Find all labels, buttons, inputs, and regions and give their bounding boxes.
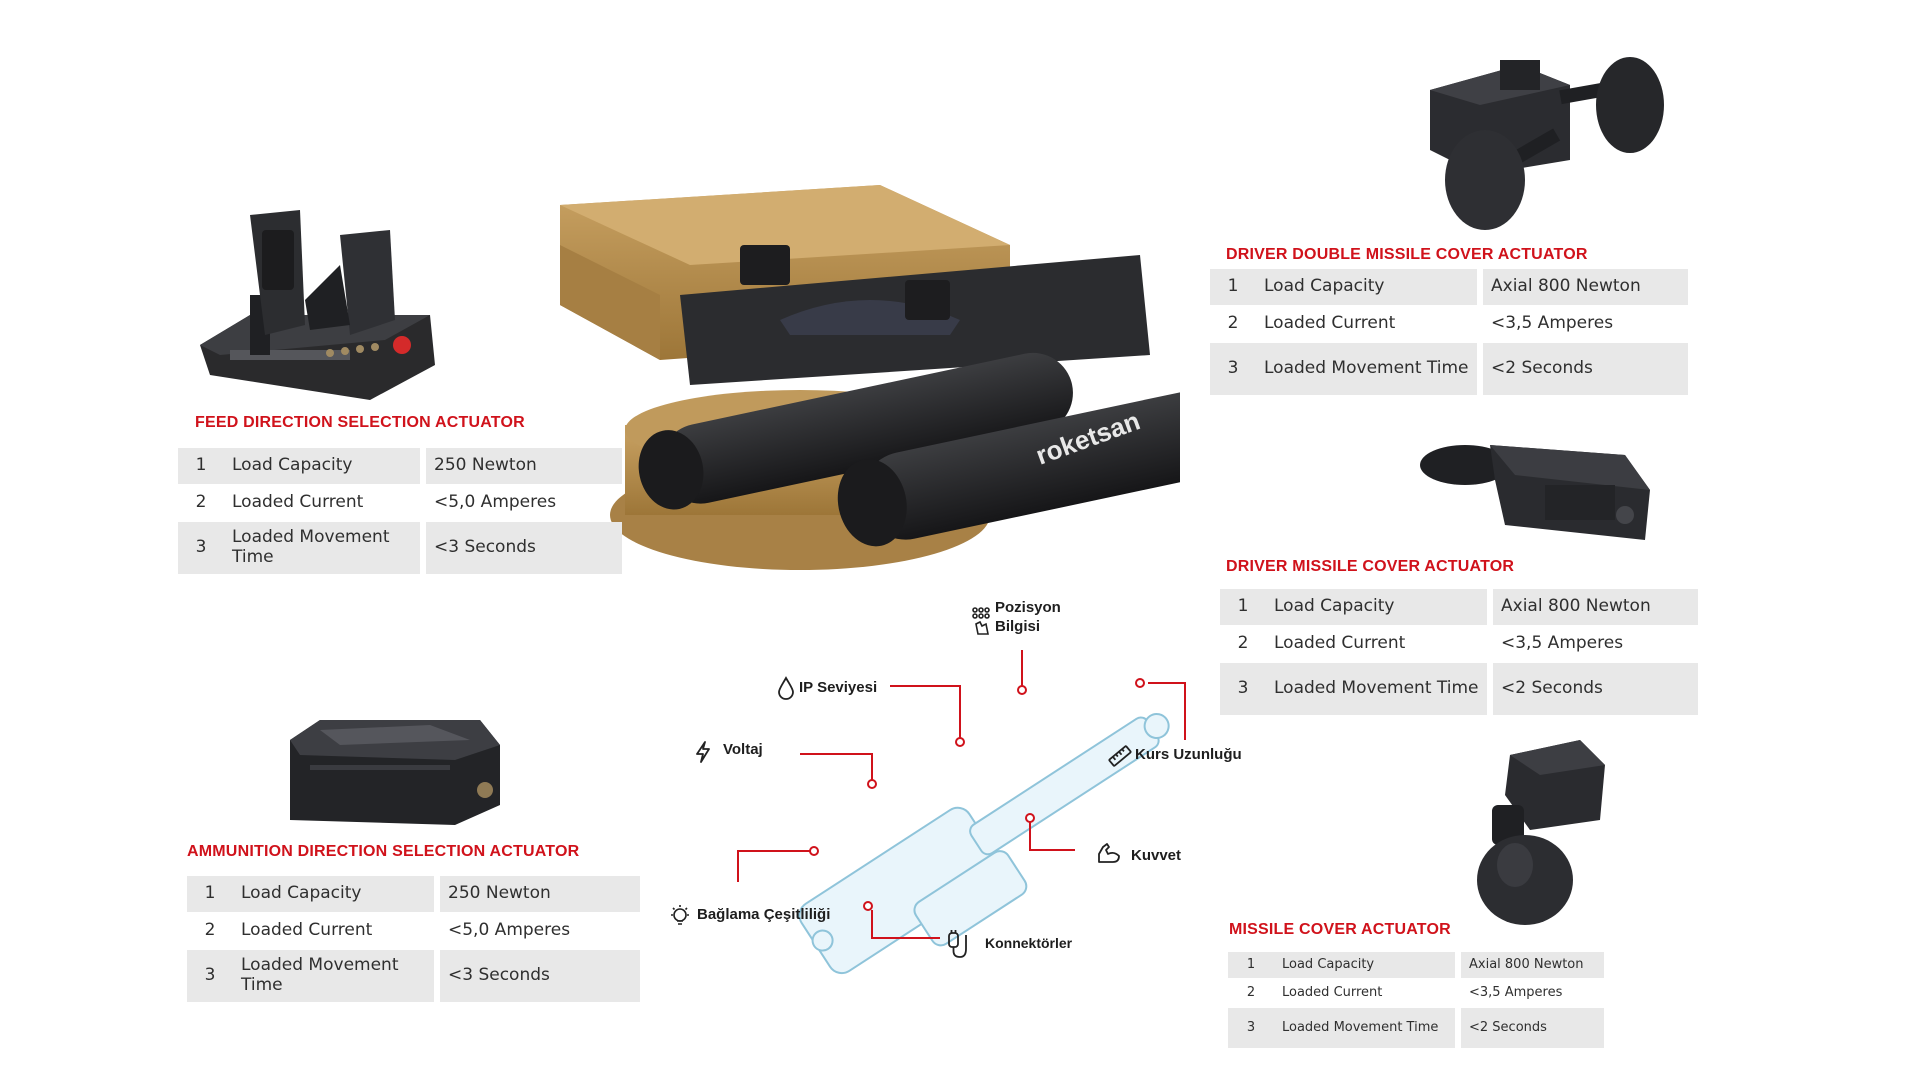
table-row: 1 Load Capacity Axial 800 Newton	[1220, 589, 1698, 625]
spec-label: Loaded Current	[1282, 984, 1383, 1000]
stroke-length-label: Kurs Uzunluğu	[1135, 746, 1242, 763]
spec-label: Loaded Current	[241, 920, 373, 941]
table-row: 1 Load Capacity 250 Newton	[187, 876, 640, 912]
spec-label: Loaded Movement Time	[1256, 343, 1477, 395]
missile-cover-actuator-image	[1470, 735, 1620, 930]
row-number: 2	[195, 492, 207, 513]
feed-actuator-spec-table: 1 Load Capacity 250 Newton 2 Loaded Curr…	[178, 444, 622, 578]
missile-cover-actuator-title: MISSILE COVER ACTUATOR	[1229, 921, 1451, 938]
lightbulb-icon	[668, 903, 692, 929]
row-number: 2	[1246, 984, 1256, 1000]
ruler-icon	[1108, 744, 1132, 768]
spec-label: Loaded Movement Time	[233, 950, 434, 1002]
table-row: 3 Loaded Movement Time <3 Seconds	[178, 522, 622, 574]
spec-value: <3 Seconds	[420, 522, 622, 574]
position-info-text: Pozisyon Bilgisi	[995, 599, 1061, 635]
ammunition-actuator-title: AMMUNITION DIRECTION SELECTION ACTUATOR	[187, 843, 580, 860]
table-row: 2 Loaded Current <3,5 Amperes	[1228, 982, 1604, 1004]
row-number: 1	[1220, 589, 1266, 625]
table-row: 3 Loaded Movement Time <3 Seconds	[187, 950, 640, 1002]
spec-value: 250 Newton	[434, 876, 640, 912]
spec-value: <2 Seconds	[1487, 663, 1698, 715]
position-info-label: Pozisyon Bilgisi	[995, 598, 1075, 636]
linear-actuator-diagram	[730, 650, 1210, 980]
spec-value: Axial 800 Newton	[1455, 952, 1604, 978]
connector-plug-icon	[946, 929, 970, 959]
row-number: 2	[1237, 633, 1249, 654]
row-number: 1	[178, 448, 224, 484]
table-row: 1 Load Capacity 250 Newton	[178, 448, 622, 484]
spec-value: <3 Seconds	[434, 950, 640, 1002]
driver-actuator-spec-table: 1 Load Capacity Axial 800 Newton 2 Loade…	[1220, 585, 1698, 719]
spec-label: Loaded Movement Time	[1266, 663, 1487, 715]
position-sensor-icon	[970, 606, 992, 636]
row-number: 3	[1210, 343, 1256, 395]
spec-value: <5,0 Amperes	[420, 488, 622, 518]
turret-launcher-image: roketsan	[540, 185, 1180, 590]
row-number: 3	[1228, 1008, 1274, 1048]
row-number: 2	[1227, 313, 1239, 334]
force-label: Kuvvet	[1131, 847, 1182, 864]
row-number: 3	[1220, 663, 1266, 715]
table-row: 1 Load Capacity Axial 800 Newton	[1210, 269, 1688, 305]
driver-actuator-title: DRIVER MISSILE COVER ACTUATOR	[1226, 558, 1515, 575]
spec-label: Loaded Current	[232, 492, 364, 513]
spec-value: <3,5 Amperes	[1455, 982, 1604, 1004]
table-row: 2 Loaded Current <3,5 Amperes	[1220, 629, 1698, 659]
spec-label: Loaded Current	[1274, 633, 1406, 654]
row-number: 2	[204, 920, 216, 941]
row-number: 1	[1210, 269, 1256, 305]
driver-double-actuator-image	[1420, 50, 1670, 230]
spec-label: Load Capacity	[224, 448, 420, 484]
table-row: 2 Loaded Current <3,5 Amperes	[1210, 309, 1688, 339]
spec-value: Axial 800 Newton	[1487, 589, 1698, 625]
table-row: 2 Loaded Current <5,0 Amperes	[178, 488, 622, 518]
feed-actuator-title: FEED DIRECTION SELECTION ACTUATOR	[195, 414, 525, 431]
table-row: 3 Loaded Movement Time <2 Seconds	[1228, 1008, 1604, 1048]
spec-label: Loaded Movement Time	[224, 522, 420, 574]
connectors-label: Konnektörler	[985, 935, 1073, 951]
voltage-label: Voltaj	[723, 741, 763, 758]
spec-label: Load Capacity	[1274, 952, 1455, 978]
row-number: 3	[187, 950, 233, 1002]
table-row: 1 Load Capacity Axial 800 Newton	[1228, 952, 1604, 978]
row-number: 1	[187, 876, 233, 912]
driver-double-actuator-spec-table: 1 Load Capacity Axial 800 Newton 2 Loade…	[1210, 265, 1688, 399]
spec-label: Loaded Movement Time	[1274, 1008, 1455, 1048]
spec-value: <2 Seconds	[1477, 343, 1688, 395]
ammunition-actuator-spec-table: 1 Load Capacity 250 Newton 2 Loaded Curr…	[187, 872, 640, 1006]
driver-double-actuator-title: DRIVER DOUBLE MISSILE COVER ACTUATOR	[1226, 246, 1588, 263]
strength-arm-icon	[1096, 841, 1122, 865]
spec-label: Load Capacity	[233, 876, 434, 912]
table-row: 3 Loaded Movement Time <2 Seconds	[1210, 343, 1688, 395]
spec-value: <2 Seconds	[1455, 1008, 1604, 1048]
spec-value: <5,0 Amperes	[434, 916, 640, 946]
spec-value: 250 Newton	[420, 448, 622, 484]
table-row: 3 Loaded Movement Time <2 Seconds	[1220, 663, 1698, 715]
mounting-options-label: Bağlama Çeşitliliği	[697, 906, 831, 923]
spec-label: Load Capacity	[1256, 269, 1477, 305]
missile-cover-actuator-spec-table: 1 Load Capacity Axial 800 Newton 2 Loade…	[1228, 948, 1604, 1052]
ip-level-label: IP Seviyesi	[799, 679, 878, 696]
lightning-icon	[694, 740, 712, 764]
table-row: 2 Loaded Current <5,0 Amperes	[187, 916, 640, 946]
feed-actuator-image	[190, 205, 450, 405]
spec-label: Loaded Current	[1264, 313, 1396, 334]
ammunition-actuator-image	[280, 710, 515, 830]
spec-value: <3,5 Amperes	[1477, 309, 1688, 339]
row-number: 1	[1228, 952, 1274, 978]
row-number: 3	[178, 522, 224, 574]
water-drop-icon	[777, 676, 795, 700]
driver-actuator-image	[1415, 430, 1655, 550]
spec-value: <3,5 Amperes	[1487, 629, 1698, 659]
spec-label: Load Capacity	[1266, 589, 1487, 625]
spec-value: Axial 800 Newton	[1477, 269, 1688, 305]
